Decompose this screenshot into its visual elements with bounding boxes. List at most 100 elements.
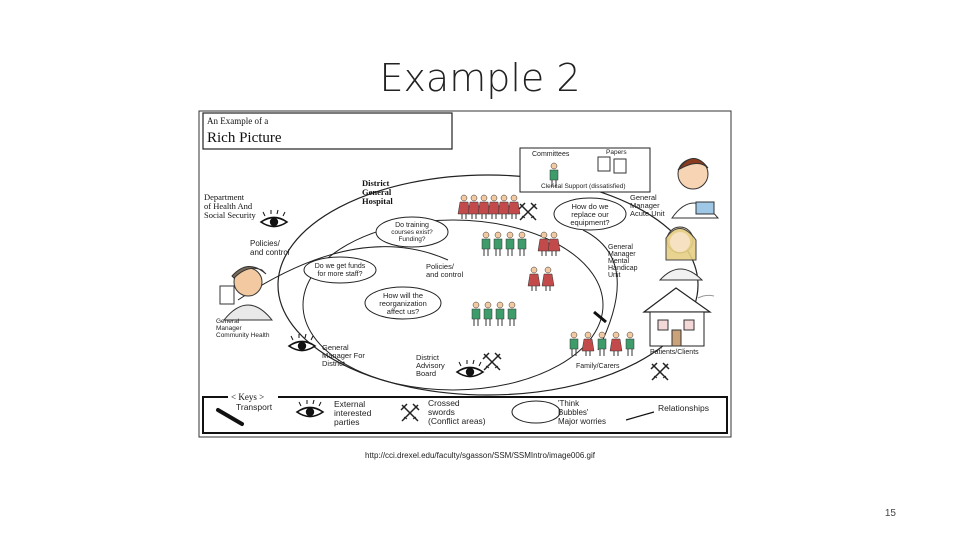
svg-text:'Think: 'Think: [558, 399, 580, 408]
svg-text:and control: and control: [426, 270, 463, 279]
gm-acute-label: General Manager Acute Unit: [630, 193, 666, 218]
gm-community-portrait: [219, 266, 274, 321]
svg-text:District: District: [416, 353, 440, 362]
svg-text:Funding?: Funding?: [398, 236, 425, 243]
svg-text:Manager: Manager: [608, 251, 636, 258]
policies-left-label: Policies/ and control: [250, 239, 290, 257]
keys-title-bg: [228, 390, 278, 402]
rich-picture-svg: An Example of a Rich Picture Department …: [198, 110, 732, 438]
family-carers-label: Family/Carers: [576, 363, 620, 370]
svg-text:How will the: How will the: [383, 291, 423, 300]
rich-picture-figure: An Example of a Rich Picture Department …: [198, 110, 732, 438]
svg-text:(Conflict areas): (Conflict areas): [428, 416, 486, 426]
svg-text:courses exist?: courses exist?: [391, 229, 433, 236]
outer-ellipse: [277, 174, 699, 396]
svg-text:of Health And: of Health And: [204, 201, 253, 211]
svg-text:Major worries: Major worries: [558, 417, 606, 426]
do-training-label: Do training courses exist? Funding?: [391, 222, 433, 243]
figure-title-line1: An Example of a: [207, 116, 268, 126]
svg-text:District: District: [322, 359, 346, 368]
key-external: External interested parties: [334, 399, 372, 427]
committees-box: [519, 147, 651, 193]
svg-text:General: General: [630, 193, 657, 202]
svg-text:Manager: Manager: [630, 201, 660, 210]
svg-text:Bubbles': Bubbles': [558, 408, 589, 417]
svg-text:Do we get funds: Do we get funds: [315, 263, 366, 270]
slide-title: Example 2: [379, 56, 581, 100]
transport-icon: [593, 310, 607, 324]
svg-text:How do we: How do we: [571, 202, 608, 211]
svg-text:General: General: [322, 343, 349, 352]
keys-title: < Keys >: [231, 392, 264, 402]
svg-text:affect us?: affect us?: [387, 307, 419, 316]
svg-text:Board: Board: [416, 369, 436, 378]
district-board-label: District Advisory Board: [416, 353, 445, 378]
reorganization-label: How will the reorganization affect us?: [379, 291, 427, 316]
key-transport: Transport: [236, 402, 273, 412]
clerical-label: Clerical Support (dissatisfied): [541, 183, 626, 190]
gm-acute-portrait: [671, 158, 720, 219]
svg-text:replace our: replace our: [571, 210, 609, 219]
svg-text:interested: interested: [334, 408, 372, 418]
district-hospital-label: District General Hospital: [362, 178, 393, 206]
community-boundary: [237, 246, 449, 301]
svg-text:Hospital: Hospital: [362, 196, 393, 206]
transport-key-icon: [216, 408, 244, 426]
svg-text:Community Health: Community Health: [216, 332, 270, 339]
gm-community-label: General Manager Community Health: [216, 318, 270, 339]
svg-text:Unit: Unit: [608, 272, 621, 279]
replace-equipment-label: How do we replace our equipment?: [570, 202, 609, 227]
committees-label: Committees: [532, 151, 570, 158]
svg-text:reorganization: reorganization: [379, 299, 427, 308]
papers-label: Papers: [606, 149, 627, 156]
svg-text:and control: and control: [250, 248, 290, 257]
replace-equipment-bubble: [553, 197, 627, 231]
keys-box: [202, 396, 728, 434]
gm-mental-label: General Manager Mental Handicap Unit: [608, 244, 638, 279]
svg-text:Manager For: Manager For: [322, 351, 365, 360]
dept-health-label: Department of Health And Social Security: [204, 192, 256, 220]
key-relationships: Relationships: [658, 403, 709, 413]
svg-text:Policies/: Policies/: [426, 262, 455, 271]
svg-text:parties: parties: [334, 417, 360, 427]
title-box: [202, 112, 453, 150]
papers-icon: [613, 158, 627, 174]
svg-text:General: General: [608, 244, 633, 251]
svg-text:Acute Unit: Acute Unit: [630, 209, 666, 218]
key-think-bubbles: 'Think Bubbles' Major worries: [558, 399, 606, 426]
svg-text:Policies/: Policies/: [250, 239, 281, 248]
svg-text:Handicap: Handicap: [608, 265, 638, 272]
key-crossed-swords: Crossed swords (Conflict areas): [428, 398, 486, 426]
funds-label: Do we get funds for more staff?: [315, 263, 366, 278]
inner-ellipse: [302, 219, 604, 391]
svg-text:for more staff?: for more staff?: [317, 271, 362, 278]
gm-mental-portrait: [658, 226, 704, 281]
source-caption: http://cci.drexel.edu/faculty/sgasson/SS…: [365, 451, 595, 460]
svg-text:Department: Department: [204, 192, 245, 202]
think-bubble-icon: [511, 400, 561, 424]
svg-text:Do training: Do training: [395, 222, 429, 229]
svg-text:General: General: [362, 187, 392, 197]
svg-text:Social Security: Social Security: [204, 210, 256, 220]
svg-text:Mental: Mental: [608, 258, 629, 265]
svg-text:District: District: [362, 178, 390, 188]
house-icon: [642, 287, 715, 347]
policies-center-label: Policies/ and control: [426, 262, 463, 279]
funds-bubble: [303, 256, 377, 284]
page-number: 15: [884, 508, 896, 519]
svg-text:External: External: [334, 399, 365, 409]
figure-title-line2: Rich Picture: [207, 130, 282, 146]
patients-label: Patients/Clients: [650, 349, 699, 356]
svg-text:General: General: [216, 318, 240, 325]
svg-text:equipment?: equipment?: [570, 218, 609, 227]
papers-icon: [597, 156, 611, 172]
relationship-line-icon: [625, 411, 655, 421]
acute-boundary: [582, 229, 618, 351]
do-training-bubble: [375, 216, 449, 248]
svg-text:swords: swords: [428, 407, 455, 417]
svg-text:Crossed: Crossed: [428, 398, 460, 408]
svg-text:Manager: Manager: [216, 325, 242, 332]
gm-district-label: General Manager For District: [322, 343, 365, 368]
reorganization-bubble: [364, 286, 442, 320]
svg-text:Advisory: Advisory: [416, 361, 445, 370]
